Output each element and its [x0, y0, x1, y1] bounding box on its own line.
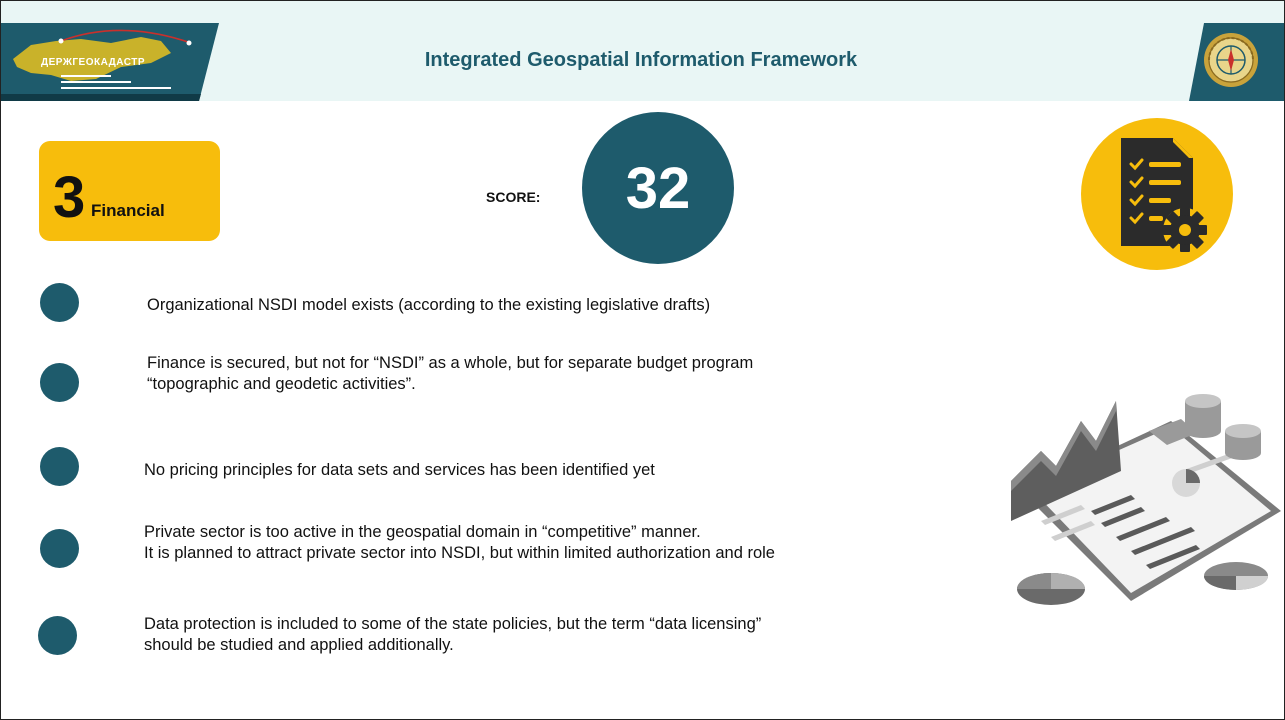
bullet-text: Finance is secured, but not for “NSDI” a… — [147, 353, 753, 395]
bullet-text: No pricing principles for data sets and … — [144, 461, 655, 479]
bullet-dot — [40, 363, 79, 402]
bullet-line: “topographic and geodetic activities”. — [147, 375, 416, 393]
header: ДЕРЖГЕОКАДАСТР Integrated Geospatial Inf… — [1, 1, 1284, 101]
bullet-dot — [40, 283, 79, 322]
section-label: Financial — [91, 201, 165, 220]
section-number: 3 — [53, 165, 86, 230]
bullet-line: Data protection is included to some of t… — [144, 615, 762, 633]
score-label: SCORE: — [486, 189, 541, 205]
score-value: 32 — [582, 112, 734, 264]
bullet-dot — [40, 529, 79, 568]
bullet-dot — [38, 616, 77, 655]
section-badge: 3 Financial — [39, 141, 220, 241]
page-title: Integrated Geospatial Information Framew… — [424, 49, 858, 71]
logo-text: ДЕРЖГЕОКАДАСТР — [41, 57, 146, 68]
bullet-text: Organizational NSDI model exists (accord… — [147, 296, 711, 314]
bullet-line: It is planned to attract private sector … — [144, 544, 775, 562]
bullet-line: should be studied and applied additional… — [144, 636, 454, 654]
bullet-dot — [40, 447, 79, 486]
bullet-text: Private sector is too active in the geos… — [144, 522, 775, 564]
checklist-gear-icon — [1081, 118, 1233, 270]
bullet-text: Data protection is included to some of t… — [144, 614, 761, 656]
emblem-icon — [1204, 33, 1258, 87]
bullet-line: Private sector is too active in the geos… — [144, 523, 701, 541]
financial-chart-illustration — [1011, 394, 1281, 605]
bullet-line: Finance is secured, but not for “NSDI” a… — [147, 354, 754, 372]
